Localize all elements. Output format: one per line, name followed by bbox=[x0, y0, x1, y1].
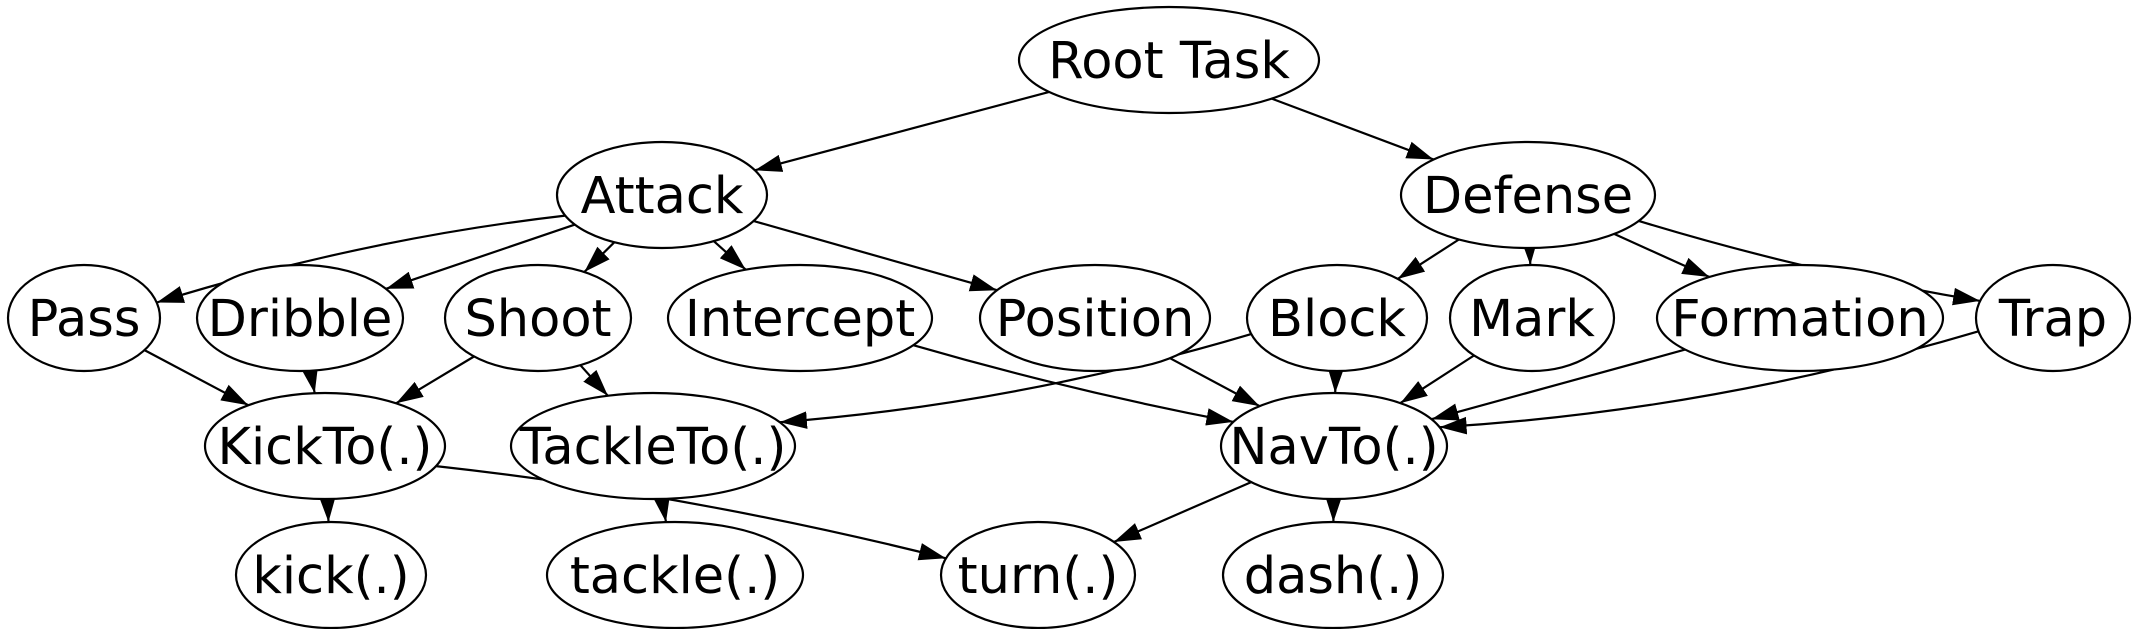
node-label-pass: Pass bbox=[28, 290, 141, 349]
edge-position-navto bbox=[1169, 357, 1261, 408]
node-ellipse-root bbox=[1017, 5, 1321, 115]
graph-node-dribble: Dribble bbox=[195, 263, 405, 373]
node-ellipse-formation bbox=[1655, 263, 1945, 373]
edge-root-attack bbox=[754, 90, 1050, 172]
edge-intercept-navto bbox=[912, 344, 1234, 426]
edge-attack-shoot bbox=[583, 241, 616, 273]
graph-node-mark: Mark bbox=[1448, 263, 1616, 373]
node-label-attack: Attack bbox=[581, 167, 744, 226]
node-label-dribble: Dribble bbox=[208, 290, 393, 349]
graph-node-kick: kick(.) bbox=[234, 520, 428, 629]
edge-shoot-tackleto bbox=[579, 364, 609, 397]
edge-kickto-turn bbox=[435, 465, 947, 561]
node-label-navto: NavTo(.) bbox=[1229, 418, 1438, 477]
graph-node-dash: dash(.) bbox=[1221, 520, 1445, 629]
node-label-mark: Mark bbox=[1469, 290, 1595, 349]
graph-node-intercept: Intercept bbox=[666, 263, 934, 373]
edge-attack-dribble bbox=[385, 223, 576, 290]
graph-node-shoot: Shoot bbox=[443, 263, 633, 373]
graph-node-formation: Formation bbox=[1655, 263, 1945, 373]
edge-block-navto bbox=[1327, 365, 1345, 394]
edge-navto-turn bbox=[1113, 481, 1252, 544]
node-ellipse-block bbox=[1245, 263, 1429, 373]
node-label-defense: Defense bbox=[1423, 167, 1633, 226]
edge-root-defense bbox=[1271, 97, 1435, 161]
edge-mark-navto bbox=[1399, 354, 1475, 405]
graph-node-turn: turn(.) bbox=[939, 520, 1137, 629]
edge-defense-mark bbox=[1520, 237, 1539, 266]
node-ellipse-dribble bbox=[195, 263, 405, 373]
edge-pass-kickto bbox=[143, 349, 249, 407]
node-ellipse-mark bbox=[1448, 263, 1616, 373]
graph-node-pass: Pass bbox=[6, 263, 162, 373]
graph-node-attack: Attack bbox=[555, 140, 769, 250]
edge-defense-block bbox=[1397, 238, 1460, 280]
node-label-tackle: tackle(.) bbox=[570, 547, 780, 606]
node-ellipse-tackleto bbox=[509, 391, 797, 501]
node-ellipse-turn bbox=[939, 520, 1137, 629]
edge-shoot-kickto bbox=[395, 355, 475, 405]
graph-node-kickto: KickTo(.) bbox=[203, 391, 447, 501]
edge-defense-formation bbox=[1613, 232, 1710, 279]
graph-node-tackleto: TackleTo(.) bbox=[509, 391, 797, 501]
node-label-kick: kick(.) bbox=[252, 547, 409, 606]
edge-tackleto-tackle bbox=[652, 493, 671, 523]
node-label-dash: dash(.) bbox=[1244, 547, 1423, 606]
graph-node-defense: Defense bbox=[1399, 140, 1657, 250]
graph-node-trap: Trap bbox=[1974, 263, 2132, 373]
node-ellipse-intercept bbox=[666, 263, 934, 373]
node-label-position: Position bbox=[996, 290, 1195, 349]
node-label-intercept: Intercept bbox=[685, 290, 915, 349]
node-label-trap: Trap bbox=[1998, 290, 2107, 349]
node-ellipse-attack bbox=[555, 140, 769, 250]
edge-formation-navto bbox=[1431, 348, 1686, 421]
node-ellipse-navto bbox=[1219, 391, 1449, 501]
node-ellipse-dash bbox=[1221, 520, 1445, 629]
node-ellipse-position bbox=[978, 263, 1212, 373]
node-label-turn: turn(.) bbox=[958, 547, 1119, 606]
graph-node-navto: NavTo(.) bbox=[1219, 391, 1449, 501]
edge-block-tackleto bbox=[779, 333, 1252, 429]
node-ellipse-shoot bbox=[443, 263, 633, 373]
node-label-root: Root Task bbox=[1048, 32, 1290, 91]
node-ellipse-defense bbox=[1399, 140, 1657, 250]
node-ellipse-trap bbox=[1974, 263, 2132, 373]
graph-node-root: Root Task bbox=[1017, 5, 1321, 115]
edge-attack-pass bbox=[156, 214, 566, 304]
graph-node-position: Position bbox=[978, 263, 1212, 373]
node-ellipse-kickto bbox=[203, 391, 447, 501]
graph-node-tackle: tackle(.) bbox=[545, 520, 805, 629]
node-label-formation: Formation bbox=[1671, 290, 1928, 349]
node-label-kickto: KickTo(.) bbox=[218, 418, 433, 477]
node-ellipse-kick bbox=[234, 520, 428, 629]
node-label-block: Block bbox=[1268, 290, 1406, 349]
graph-node-block: Block bbox=[1245, 263, 1429, 373]
node-ellipse-tackle bbox=[545, 520, 805, 629]
edge-attack-intercept bbox=[712, 240, 747, 271]
edge-dribble-kickto bbox=[300, 365, 319, 394]
edge-attack-position bbox=[753, 219, 998, 292]
edge-layer bbox=[143, 90, 1981, 561]
node-label-shoot: Shoot bbox=[464, 290, 611, 349]
node-ellipse-pass bbox=[6, 263, 162, 373]
node-label-tackleto: TackleTo(.) bbox=[519, 418, 787, 477]
edge-kickto-kick bbox=[318, 494, 337, 523]
